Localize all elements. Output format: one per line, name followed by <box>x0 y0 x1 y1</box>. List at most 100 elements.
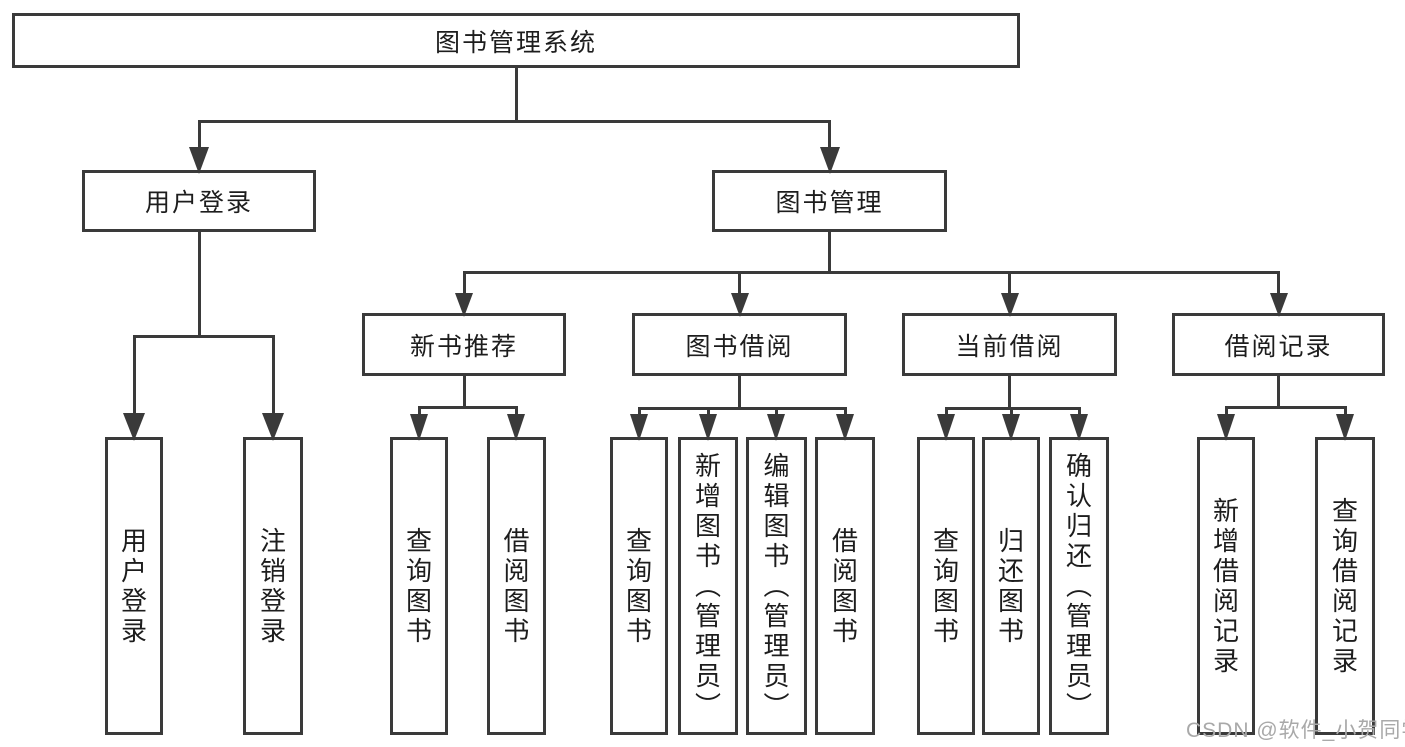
arrowhead-down-icon <box>455 293 473 317</box>
connector-line <box>1277 273 1280 295</box>
watermark: CSDN @软件_小贺同学 <box>1186 719 1405 742</box>
arrowhead-down-icon <box>767 414 785 441</box>
node-label-char: 理 <box>1065 631 1092 661</box>
arrowhead-down-icon <box>629 414 648 441</box>
node-label-char: ︶ <box>694 691 721 721</box>
node-label-char: 阅 <box>503 556 530 586</box>
arrowhead-down-icon <box>698 414 717 441</box>
node-label-char: 图 <box>763 511 790 541</box>
arrowhead-down-icon <box>1216 414 1235 441</box>
node-label-char: ︵ <box>1065 571 1092 601</box>
connector-line <box>1077 409 1081 416</box>
node-label-char: 录 <box>1331 646 1358 676</box>
arrowhead-down-icon <box>936 414 955 441</box>
arrowhead-down-icon <box>819 147 840 174</box>
node-label-char: 书 <box>997 616 1024 646</box>
node-label-char: 询 <box>1331 526 1358 556</box>
node-label-char: ︵ <box>694 571 721 601</box>
node-login: 用户登录 <box>105 437 163 735</box>
connector-line <box>1343 408 1347 416</box>
node-label-char: 理 <box>694 631 721 661</box>
connector-line <box>706 409 710 416</box>
node-label-char: 认 <box>1065 481 1092 511</box>
node-label-char: 阅 <box>1212 586 1239 616</box>
node-label-char: 查 <box>405 526 432 556</box>
node-label-char: 书 <box>763 541 790 571</box>
connector-line <box>738 273 741 295</box>
node-label-char: 增 <box>694 481 721 511</box>
node-nr_borrow: 借阅图书 <box>487 437 546 735</box>
node-label: 图书管理 <box>775 189 884 217</box>
connector-line <box>197 230 201 338</box>
node-label-char: 查 <box>1331 496 1358 526</box>
node-label-char: 查 <box>625 526 652 556</box>
node-label-char: 归 <box>997 526 1024 556</box>
node-label-char: 书 <box>694 541 721 571</box>
node-label-char: 借 <box>831 526 858 556</box>
node-label: 用户登录 <box>144 189 253 217</box>
node-b_add: 新增图书︵管理员︶ <box>678 437 738 735</box>
node-label-char: 登 <box>259 586 286 616</box>
connector-line <box>944 407 1081 410</box>
node-label: 借阅记录 <box>1224 332 1333 361</box>
node-label-char: 管 <box>694 601 721 631</box>
node-r_add: 新增借阅记录 <box>1197 437 1255 735</box>
node-label: 当前借阅 <box>955 332 1064 361</box>
node-label-char: 图 <box>405 586 432 616</box>
node-label-char: 记 <box>1212 616 1239 646</box>
connector-line <box>132 335 275 338</box>
arrowhead-down-icon <box>189 147 209 174</box>
node-label-char: 借 <box>1212 556 1239 586</box>
connector-line <box>828 122 831 149</box>
arrowhead-down-icon <box>262 413 284 441</box>
node-c_query: 查询图书 <box>917 437 975 735</box>
node-label-char: 辑 <box>763 481 790 511</box>
node-records: 借阅记录 <box>1172 313 1385 376</box>
arrowhead-down-icon <box>835 414 854 441</box>
node-label-char: ︵ <box>763 571 790 601</box>
node-label-char: 阅 <box>1331 586 1358 616</box>
node-label-char: 图 <box>694 511 721 541</box>
connector-line <box>462 374 466 409</box>
node-label-char: ︶ <box>1065 691 1092 721</box>
node-label-char: 编 <box>763 451 790 481</box>
node-label-char: 增 <box>1212 526 1239 556</box>
node-nr_query: 查询图书 <box>390 437 448 735</box>
connector-line <box>1224 406 1347 409</box>
connector-line <box>1008 273 1011 295</box>
arrowhead-down-icon <box>1000 293 1019 317</box>
arrowhead-down-icon <box>123 413 145 441</box>
node-label-char: 归 <box>1065 511 1092 541</box>
connector-line <box>637 409 641 416</box>
node-label-char: 书 <box>625 616 652 646</box>
node-c_return: 归还图书 <box>982 437 1040 735</box>
connector-line <box>828 230 831 274</box>
node-label-char: 书 <box>405 616 432 646</box>
connector-line <box>271 337 275 415</box>
arrowhead-down-icon <box>1001 414 1020 441</box>
node-label-char: 户 <box>120 556 147 586</box>
node-label-char: 记 <box>1331 616 1358 646</box>
node-label-char: 询 <box>405 556 432 586</box>
connector-line <box>417 406 518 409</box>
node-label-char: 还 <box>997 556 1024 586</box>
node-current: 当前借阅 <box>902 313 1117 376</box>
node-label-char: 借 <box>1331 556 1358 586</box>
node-label-char: 书 <box>932 616 959 646</box>
node-b_edit: 编辑图书︵管理员︶ <box>746 437 807 735</box>
node-borrow: 图书借阅 <box>632 313 847 376</box>
connector-line <box>462 273 466 295</box>
connector-line <box>417 408 421 416</box>
node-label: 图书借阅 <box>685 332 794 361</box>
node-label-char: 图 <box>932 586 959 616</box>
node-label-char: ︶ <box>763 691 790 721</box>
connector-line <box>462 271 1280 274</box>
node-label-char: 注 <box>259 526 286 556</box>
node-label-char: 书 <box>503 616 530 646</box>
node-logout: 注销登录 <box>243 437 303 735</box>
connector-line <box>843 409 847 416</box>
arrowhead-down-icon <box>1335 414 1354 441</box>
connector-line <box>944 409 948 416</box>
connector-line <box>132 337 136 415</box>
node-label-char: 录 <box>1212 646 1239 676</box>
